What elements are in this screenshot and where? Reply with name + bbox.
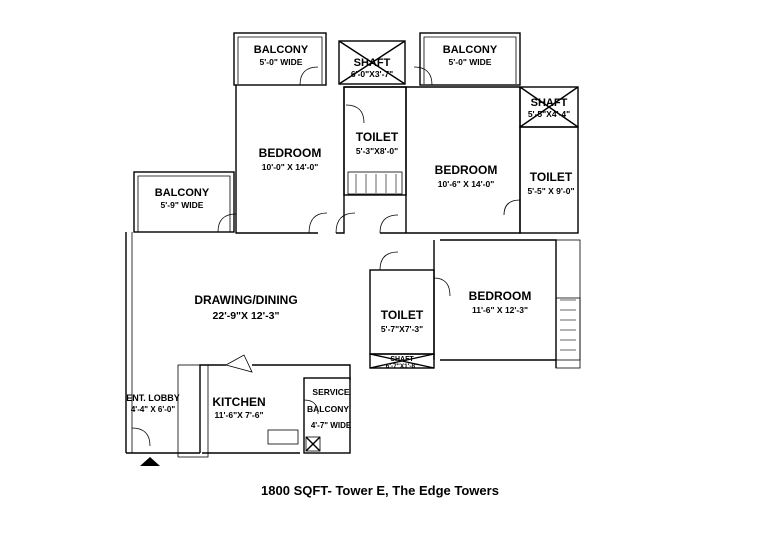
shaft-1-outline	[338, 40, 406, 85]
kitchen-dim: 11'-6"X 7'-6"	[215, 410, 264, 420]
drawing-dining-label: DRAWING/DINING	[194, 293, 297, 307]
entrance-arrow-icon	[140, 457, 160, 466]
shaft-2-dim: 5'-5"X4'-4"	[528, 109, 570, 119]
balcony-1-outline	[233, 32, 327, 86]
shaft-1-label: SHAFT	[354, 57, 391, 69]
service-balcony-label-1: SERVICE	[312, 387, 349, 397]
toilet-2-label: TOILET	[530, 170, 573, 184]
bedroom-3-label: BEDROOM	[469, 289, 532, 303]
toilet-1-dim: 5'-3"X8'-0"	[356, 146, 398, 156]
service-balcony-label-2: BALCONY	[307, 404, 349, 414]
plan-walls	[125, 32, 581, 458]
balcony-2-outline	[419, 32, 521, 86]
toilet-2-dim: 5'-5" X 9'-0"	[527, 186, 574, 196]
shaft-3-dim: 6'-7"X1'-8"	[386, 363, 418, 370]
balcony-3-outline	[133, 171, 235, 233]
bedroom-2-dim: 10'-6" X 14'-0"	[438, 179, 495, 189]
shaft-3-outline	[369, 353, 435, 369]
shaft-1-dim: 6'-0"X3'-7"	[351, 69, 393, 79]
toilet-1-label: TOILET	[356, 130, 399, 144]
plan-caption: 1800 SQFT- Tower E, The Edge Towers	[261, 483, 499, 498]
balcony-3-dim: 5'-9" WIDE	[161, 200, 204, 210]
bedroom-3-dim: 11'-6" X 12'-3"	[472, 305, 528, 315]
ent-lobby-label: ENT. LOBBY	[126, 393, 180, 403]
bedroom-1-label: BEDROOM	[259, 146, 322, 160]
bedroom-2-label: BEDROOM	[435, 163, 498, 177]
balcony-2-dim: 5'-0" WIDE	[449, 57, 492, 67]
drawing-dining-dim: 22'-9"X 12'-3"	[213, 310, 280, 322]
balcony-1-dim: 5'-0" WIDE	[260, 57, 303, 67]
service-balcony-outline	[303, 377, 351, 454]
balcony-2-label: BALCONY	[443, 44, 498, 56]
kitchen-label: KITCHEN	[212, 395, 265, 409]
balcony-1-label: BALCONY	[254, 44, 309, 56]
toilet-3-label: TOILET	[381, 308, 424, 322]
bedroom-1-dim: 10'-0" X 14'-0"	[262, 162, 319, 172]
balcony-3-label: BALCONY	[155, 187, 210, 199]
service-balcony-dim: 4'-7" WIDE	[311, 421, 352, 430]
toilet-3-dim: 5'-7"X7'-3"	[381, 324, 423, 334]
shaft-2-label: SHAFT	[531, 97, 568, 109]
toilet-2-outline	[519, 126, 579, 234]
shaft-3-label: SHAFT	[390, 356, 414, 363]
ent-lobby-dim: 4'-4" X 6'-0"	[131, 405, 176, 414]
